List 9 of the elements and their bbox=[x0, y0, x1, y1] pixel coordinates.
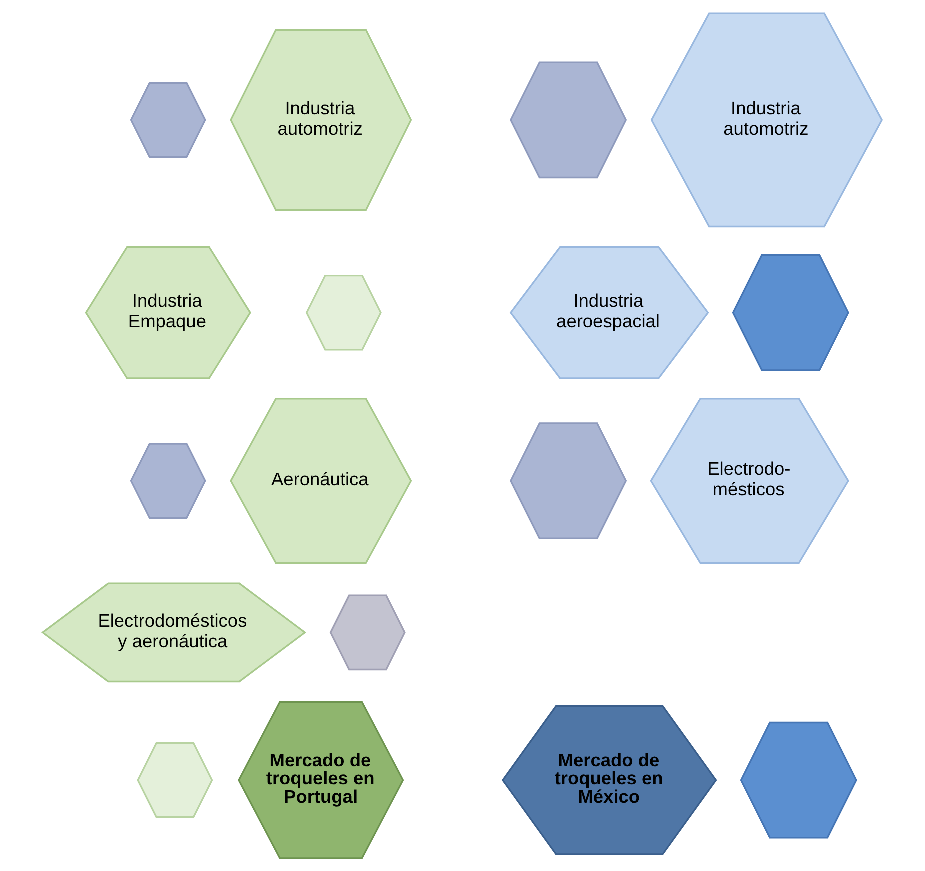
node-hexagon bbox=[732, 254, 850, 371]
node-hexagon bbox=[137, 742, 214, 818]
node-hexagon bbox=[306, 274, 382, 350]
node-hexagon bbox=[740, 721, 858, 838]
node-hexagon bbox=[510, 61, 628, 178]
node-hexagon bbox=[130, 442, 206, 518]
node-hexagon bbox=[330, 594, 406, 670]
node-hexagon bbox=[510, 422, 628, 539]
node-hexagon bbox=[130, 82, 206, 158]
